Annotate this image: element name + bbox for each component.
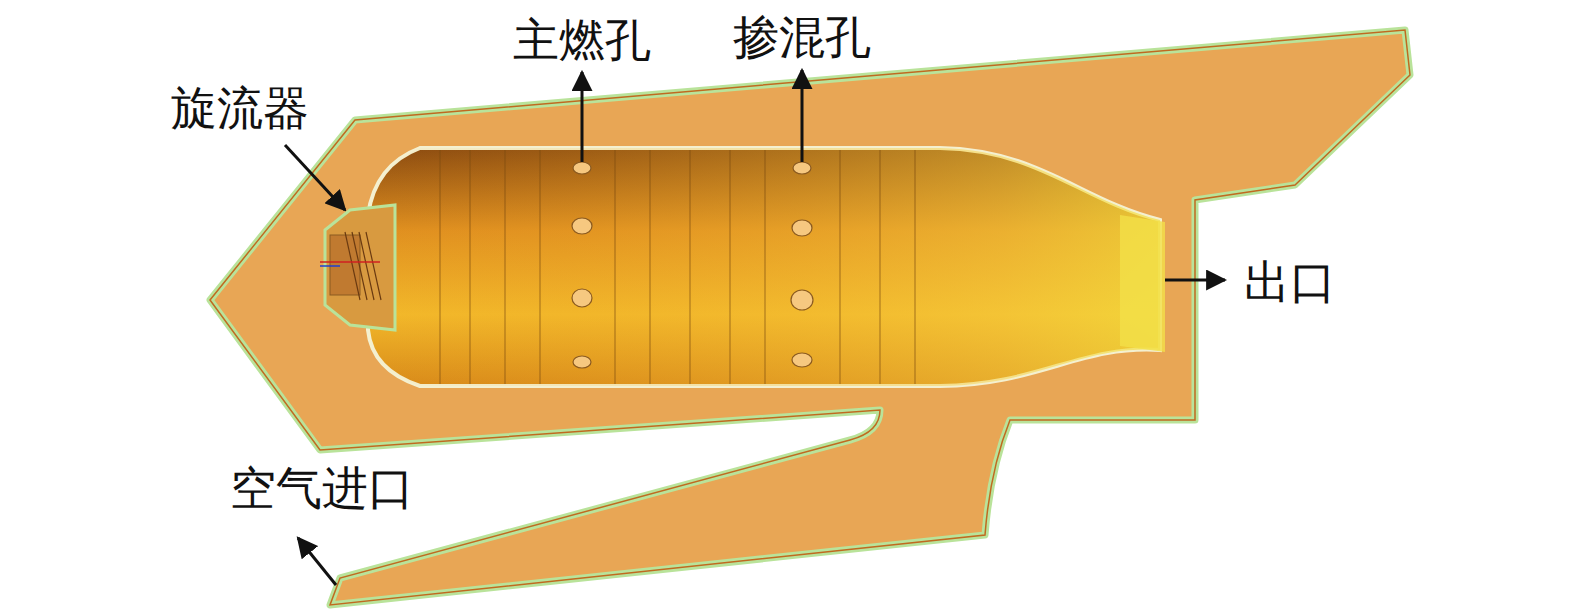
leader-outlet <box>1165 279 1225 282</box>
leader-air-inlet <box>298 538 336 585</box>
part-label: 主燃孔 <box>513 15 651 66</box>
leader-primary-holes <box>581 72 584 162</box>
flame-tube <box>368 148 1160 386</box>
liner-shading <box>368 148 1160 386</box>
liner-holes <box>572 162 813 368</box>
part-label: 旋流器 <box>171 83 309 134</box>
casing-outline <box>210 30 1410 605</box>
liner-ribs <box>440 150 915 384</box>
leader-dilution-holes <box>801 70 804 162</box>
part-label: 空气进口 <box>230 463 414 514</box>
leader-lines <box>285 70 1225 585</box>
part-label: 出口 <box>1244 257 1336 308</box>
part-label: 掺混孔 <box>733 12 871 63</box>
swirler <box>320 205 395 330</box>
combustor-casing <box>210 30 1410 605</box>
outlet-face <box>1120 215 1165 352</box>
leader-swirler <box>285 145 345 210</box>
